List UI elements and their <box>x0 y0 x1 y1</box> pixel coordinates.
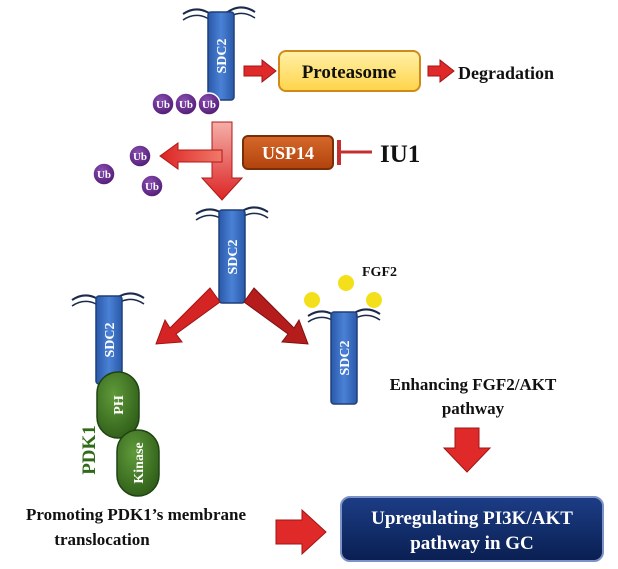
pdk1-translocation-line2: translocation <box>54 530 150 549</box>
pdk1-protein: PH Kinase <box>96 371 160 497</box>
receptor-top: SDC2 <box>182 6 256 101</box>
arrow-to-proteasome <box>243 58 277 84</box>
arrow-diagonal-right <box>243 287 309 345</box>
pdk1-translocation-line1: Promoting PDK1’s membrane <box>26 505 246 524</box>
usp14-label: USP14 <box>262 143 314 163</box>
ub-cluster-free: Ub Ub Ub <box>92 144 164 198</box>
arrow-right-to-outcome <box>275 508 327 556</box>
fgf2-akt-text-line2: pathway <box>442 399 505 418</box>
ub-bound-3 <box>197 92 221 116</box>
sdc2-receptor-top <box>207 11 235 101</box>
fgf2-ligands <box>304 275 382 308</box>
outcome-line1: Upregulating PI3K/AKT <box>371 508 573 529</box>
ub-free-3 <box>140 174 164 198</box>
outcome-line2: pathway in GC <box>410 533 534 554</box>
ub-free-2-label: Ub <box>97 169 111 181</box>
fgf2-dot-1 <box>338 275 354 291</box>
ub-free-2 <box>92 162 116 186</box>
ph-domain <box>96 371 140 439</box>
ub-bound-2-label: Ub <box>179 99 193 111</box>
ub-free-1 <box>128 144 152 168</box>
ub-bound-3-label: Ub <box>202 99 216 111</box>
sdc2-label-left: SDC2 <box>103 322 118 357</box>
ub-cluster-bound: Ub Ub Ub <box>151 92 221 116</box>
ub-free-3-label: Ub <box>145 181 159 193</box>
proteasome-box: Proteasome <box>278 50 421 92</box>
arrow-left-release-ub <box>159 142 223 170</box>
ub-bound-2 <box>174 92 198 116</box>
proteasome-label: Proteasome <box>302 62 397 83</box>
sdc2-receptor-right <box>330 311 358 405</box>
kinase-domain <box>116 429 160 497</box>
fgf2-akt-text-line1: Enhancing FGF2/AKT <box>390 375 557 394</box>
degradation-label: Degradation <box>458 63 554 83</box>
fgf2-label: FGF2 <box>362 265 397 280</box>
sdc2-label-top: SDC2 <box>215 38 230 73</box>
sdc2-label-right: SDC2 <box>338 340 353 375</box>
iu1-inhibition <box>337 140 372 165</box>
sdc2-receptor-middle <box>218 209 246 304</box>
fgf2-dot-3 <box>366 292 382 308</box>
fgf2-dot-2 <box>304 292 320 308</box>
ph-domain-label: PH <box>112 395 127 415</box>
kinase-domain-label: Kinase <box>132 442 147 483</box>
pdk1-label: PDK1 <box>79 425 100 475</box>
arrow-diagonal-left <box>155 287 221 345</box>
arrow-to-degradation <box>427 58 455 84</box>
receptor-right: SDC2 <box>307 308 381 405</box>
arrow-down-to-outcome <box>442 427 492 473</box>
ub-bound-1-label: Ub <box>156 99 170 111</box>
ub-bound-1 <box>151 92 175 116</box>
ub-free-1-label: Ub <box>133 151 147 163</box>
sdc2-label-middle: SDC2 <box>226 239 241 274</box>
receptor-middle: SDC2 <box>195 206 269 304</box>
outcome-box: Upregulating PI3K/AKT pathway in GC <box>340 496 604 562</box>
iu1-label: IU1 <box>380 141 420 168</box>
receptor-left: SDC2 <box>71 292 145 385</box>
usp14-box: USP14 <box>242 135 334 170</box>
